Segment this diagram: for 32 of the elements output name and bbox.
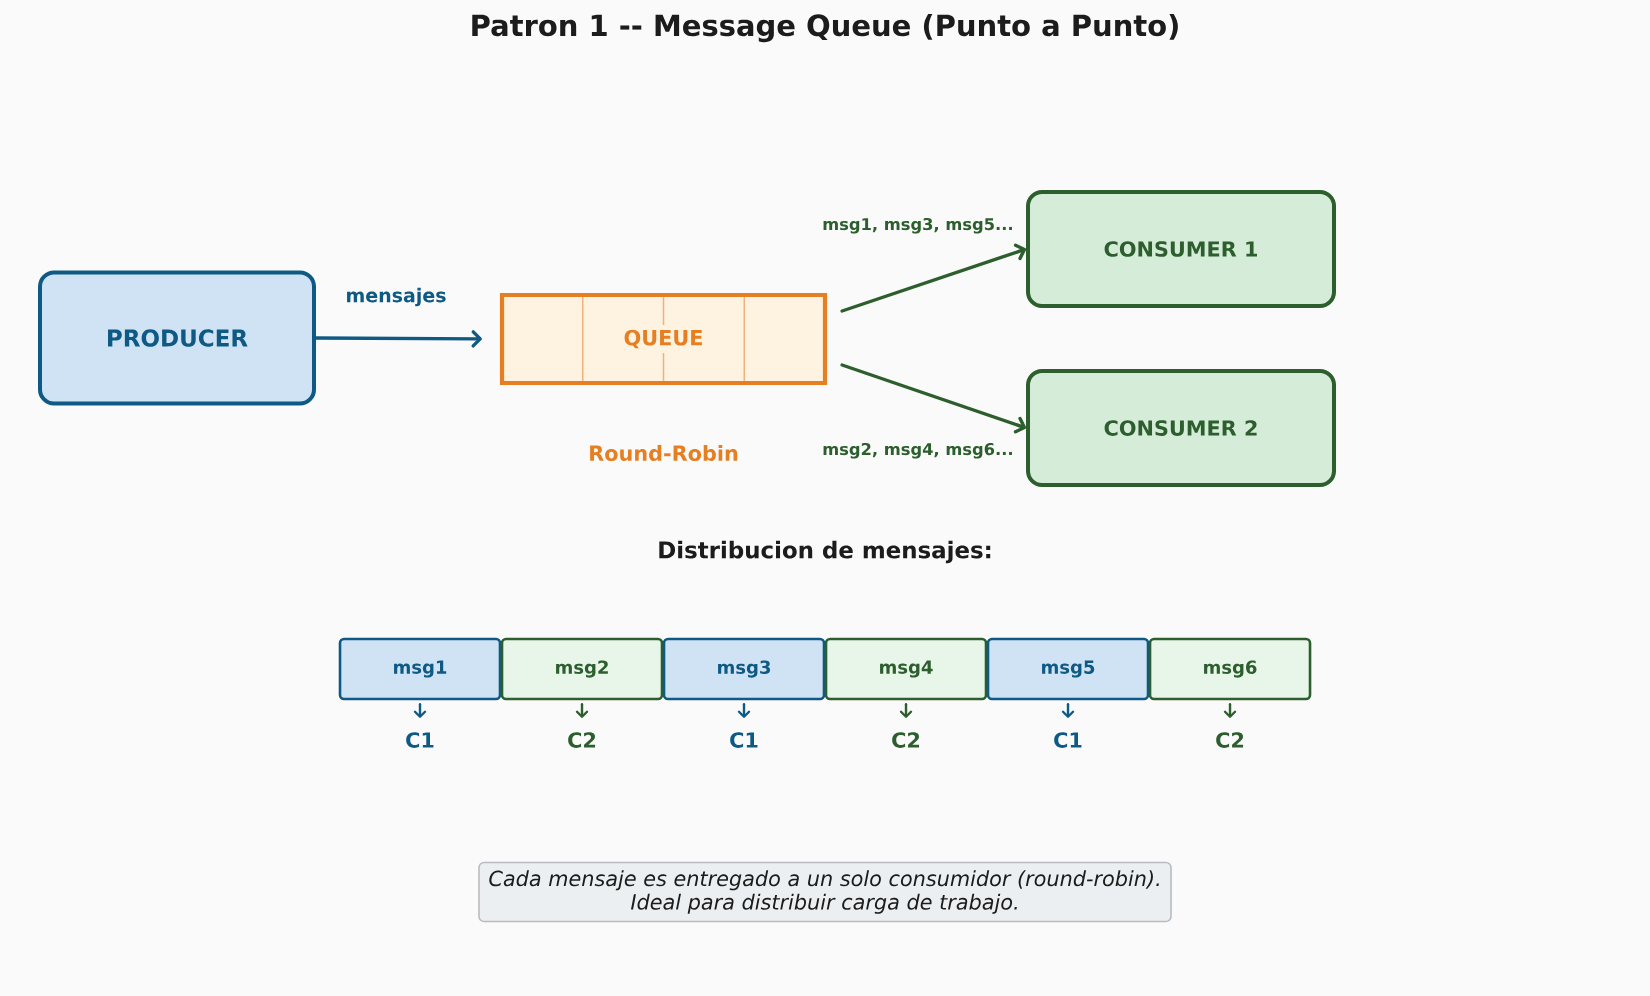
caption-label: Round-Robin — [590, 444, 738, 462]
consumer-tag: C1 — [406, 732, 434, 748]
consumer-tag: C1 — [1054, 732, 1082, 748]
edge-label: msg2, msg4, msg6... — [823, 442, 1012, 459]
message-box: msg6 — [1148, 637, 1312, 701]
consumer-tag: C2 — [892, 732, 920, 748]
arrow — [314, 330, 482, 348]
message-box: msg5 — [986, 637, 1150, 701]
message-box: msg4 — [824, 637, 988, 701]
edge-label: mensajes — [347, 287, 446, 307]
message-box: msg2 — [500, 637, 664, 701]
section-heading: Distribucion de mensajes: — [659, 540, 991, 564]
consumer-box: CONSUMER 1 — [1026, 190, 1336, 308]
note-box: Cada mensaje es entregado a un solo consumidor (round-robin). Ideal para distribuir carga de trabajo. — [478, 861, 1172, 923]
message-box: msg3 — [662, 637, 826, 701]
consumer-tag: C2 — [1216, 732, 1244, 748]
edge-label: msg1, msg3, msg5... — [823, 217, 1012, 234]
arrow — [1061, 703, 1075, 718]
queue-box: QUEUE — [499, 292, 828, 386]
arrow — [737, 703, 751, 718]
arrow — [899, 703, 913, 718]
producer-box: PRODUCER — [38, 270, 316, 406]
consumer-box: CONSUMER 2 — [1026, 369, 1336, 487]
arrow — [1223, 703, 1237, 718]
consumer-tag: C1 — [730, 732, 758, 748]
arrow — [575, 703, 589, 718]
arrow — [413, 703, 427, 718]
consumer-tag: C2 — [568, 732, 596, 748]
title: Patron 1 -- Message Queue (Punto a Punto) — [472, 13, 1178, 43]
arrow — [840, 243, 1027, 313]
arrow — [840, 363, 1027, 434]
message-box: msg1 — [338, 637, 502, 701]
